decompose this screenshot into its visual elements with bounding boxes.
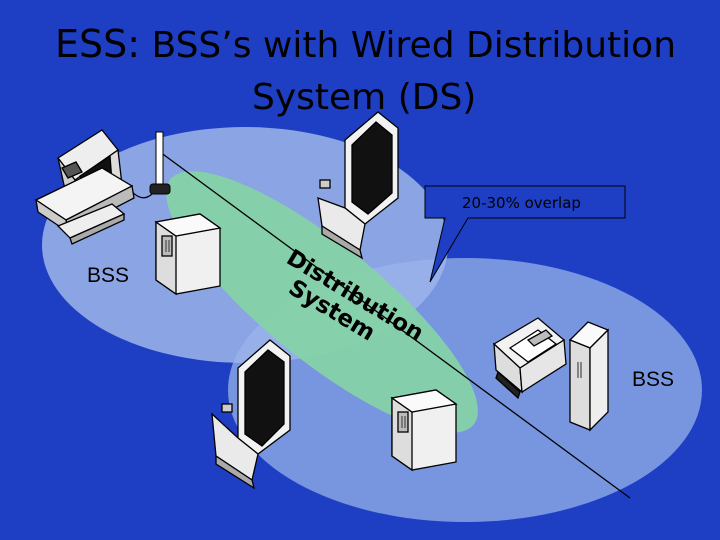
bss-label-left: BSS <box>87 264 129 287</box>
slide-title-line2: System (DS) <box>252 77 477 118</box>
server-tower-icon <box>568 321 610 432</box>
title-prefix: ESS: <box>55 22 141 66</box>
laptop-icon-top <box>317 111 399 260</box>
printer-icon <box>492 317 567 400</box>
bridge-device-upper-icon <box>154 213 222 296</box>
overlap-callout <box>424 185 626 283</box>
access-point-icon <box>119 131 171 199</box>
bridge-device-lower-icon <box>390 389 458 472</box>
distribution-system-area <box>166 171 478 433</box>
laptop-icon-bottom <box>211 339 291 490</box>
ds-wire <box>159 151 631 499</box>
bss-label-right: BSS <box>632 368 674 391</box>
desktop-pc-icon <box>34 129 135 245</box>
overlap-callout-text: 20-30% overlap <box>462 194 581 212</box>
slide-title-line1: ESS: BSS’s with Wired Distribution <box>55 22 720 68</box>
title-rest: BSS’s with Wired Distribution <box>140 25 677 66</box>
